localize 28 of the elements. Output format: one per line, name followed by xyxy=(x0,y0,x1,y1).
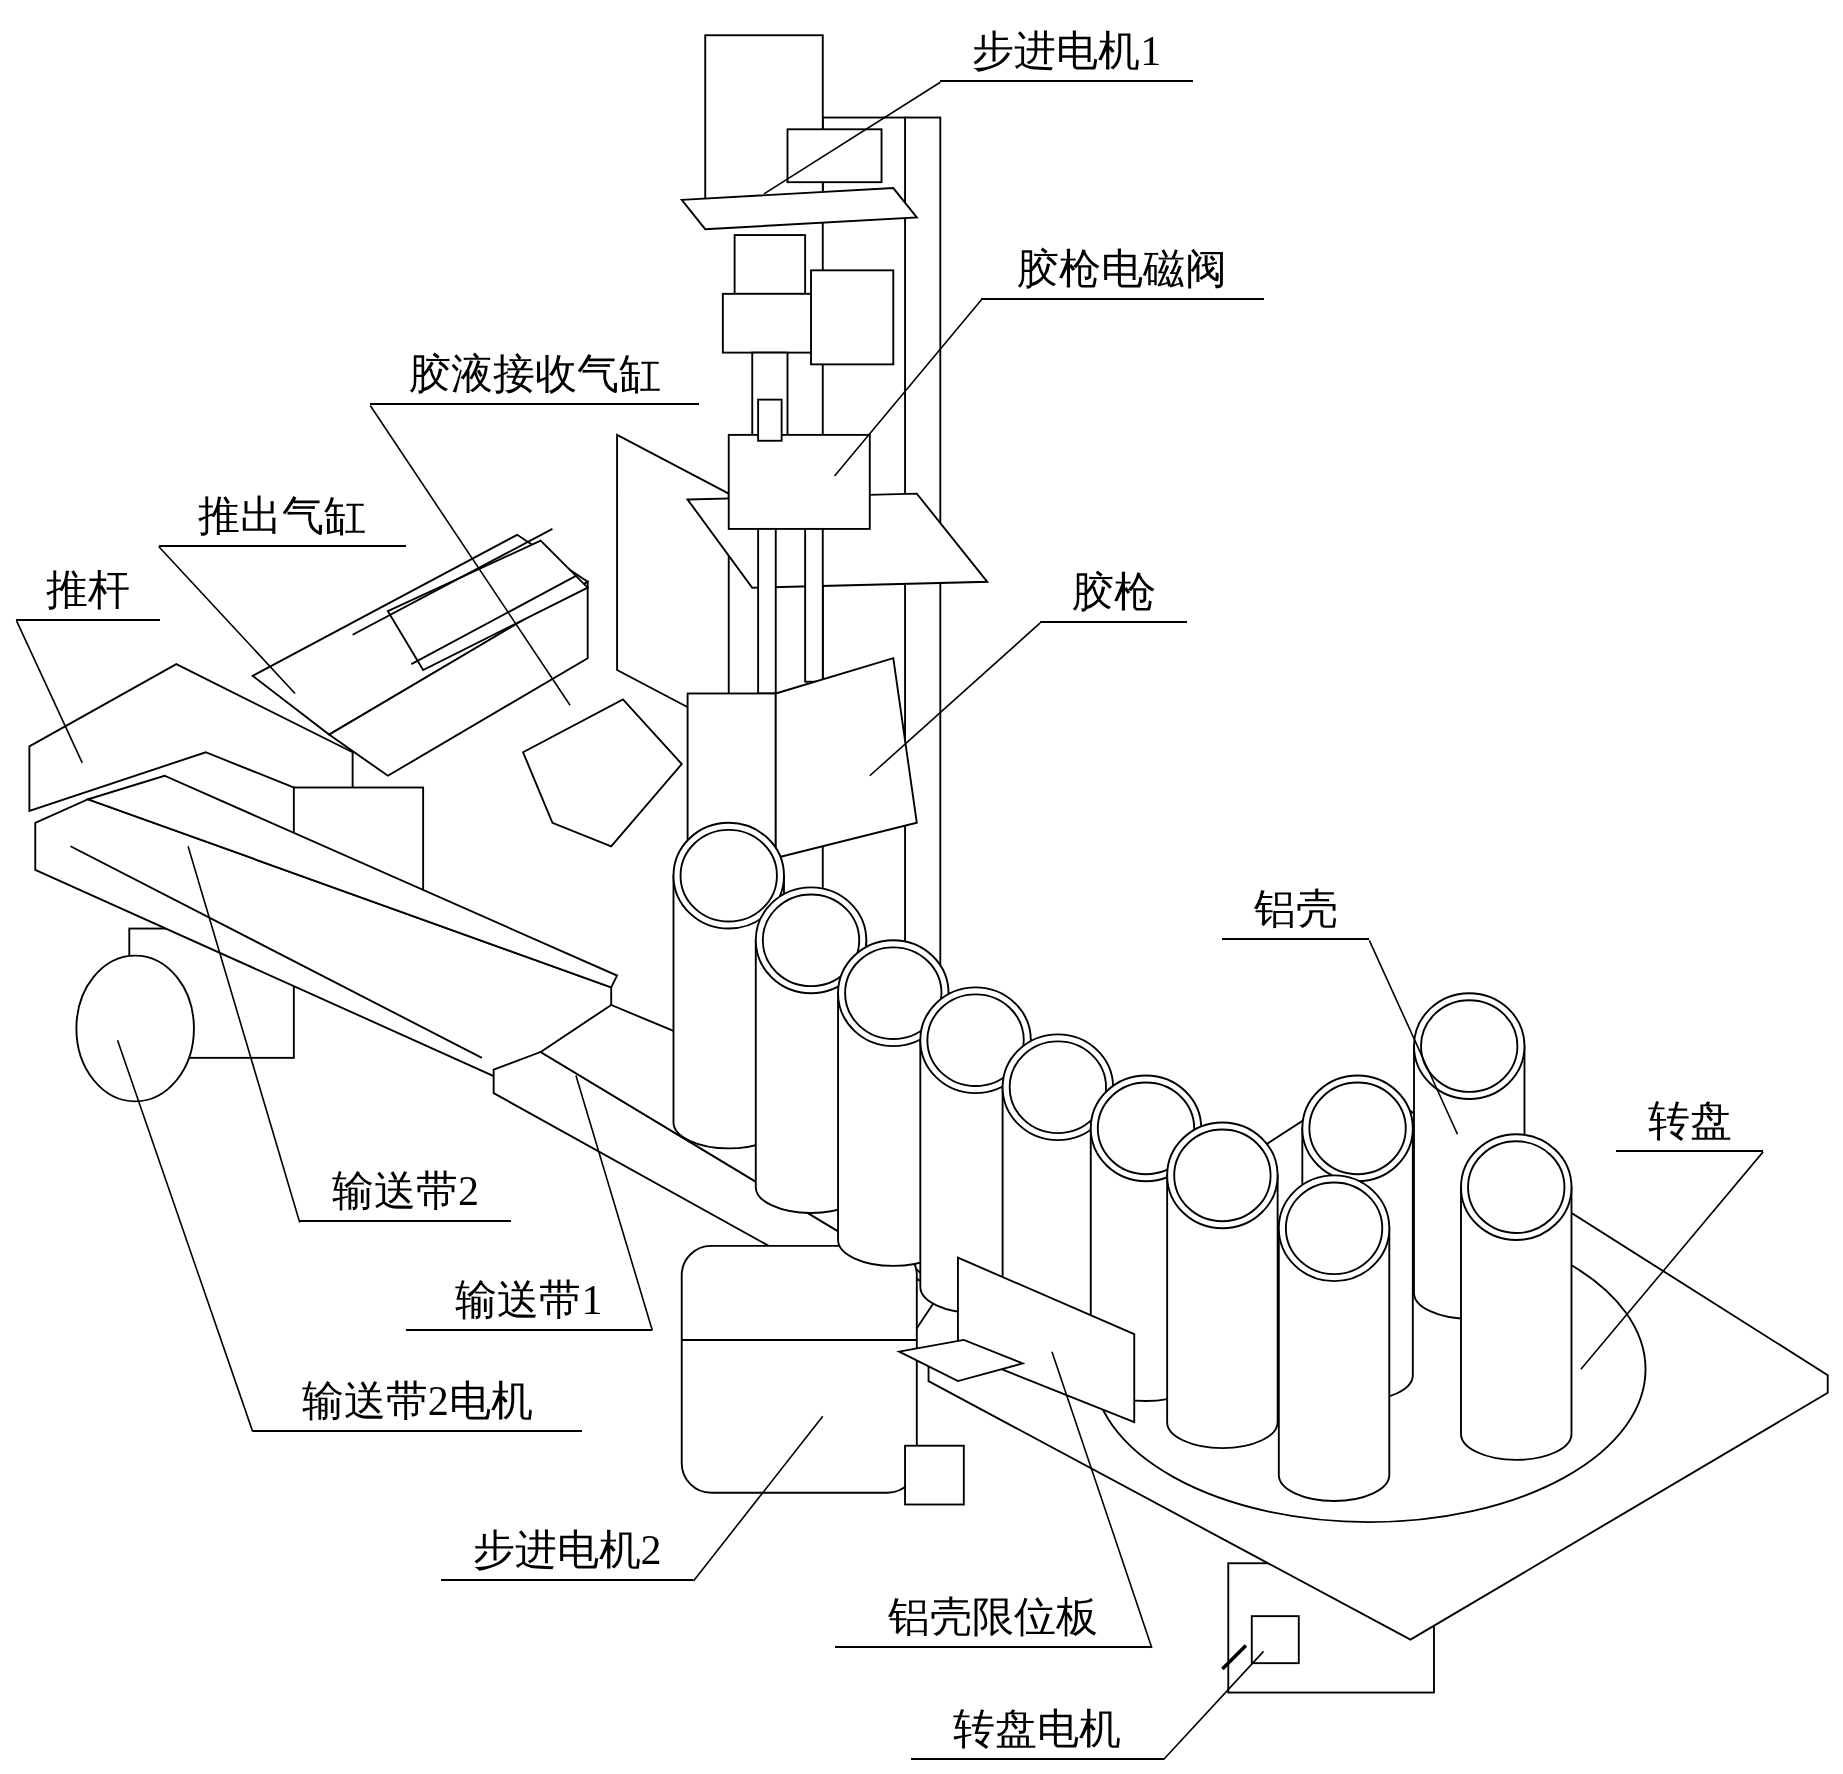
leader-line xyxy=(692,1415,824,1582)
callout-label: 铝壳 xyxy=(1222,867,1370,941)
callout-label: 步进电机2 xyxy=(440,1508,694,1581)
leader-line xyxy=(15,619,84,764)
leader-line xyxy=(1162,1650,1265,1761)
callout-label: 推出气缸 xyxy=(158,473,406,547)
leader-line xyxy=(369,404,571,707)
leader-line xyxy=(575,1074,654,1332)
leader-line xyxy=(157,545,296,695)
callout-label: 转盘电机 xyxy=(910,1686,1164,1760)
leader-line xyxy=(1368,939,1459,1136)
callout-label: 输送带1 xyxy=(405,1257,653,1331)
leader-line xyxy=(1051,1350,1153,1649)
callout-label: 铝壳限位板 xyxy=(834,1575,1152,1648)
leader-line xyxy=(869,622,1041,777)
callout-label: 胶枪电磁阀 xyxy=(981,226,1264,300)
callout-label: 输送带2 xyxy=(299,1149,512,1223)
callout-label: 推杆 xyxy=(16,547,160,621)
leader-line xyxy=(187,845,301,1224)
leader-line xyxy=(116,1039,254,1433)
callout-label: 输送带2电机 xyxy=(252,1358,582,1432)
leader-line xyxy=(1580,1151,1764,1371)
callout-label: 步进电机1 xyxy=(940,9,1193,83)
callout-label: 胶枪 xyxy=(1040,550,1188,623)
leader-line xyxy=(833,298,983,477)
callout-label: 胶液接收气缸 xyxy=(370,332,700,406)
callout-label: 转盘 xyxy=(1616,1079,1764,1152)
leader-line xyxy=(763,81,942,195)
